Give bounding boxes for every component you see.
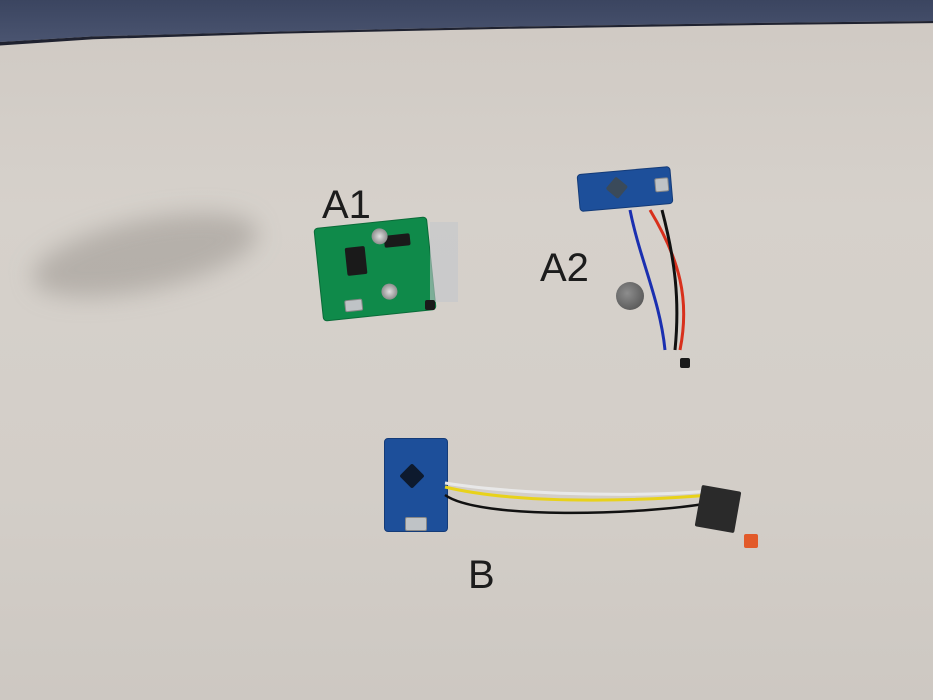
cast-shadow bbox=[25, 196, 265, 314]
label-a2: A2 bbox=[540, 246, 589, 290]
b-wires bbox=[444, 481, 711, 515]
a1-screw-bottom bbox=[380, 282, 399, 301]
a1-ic-chip bbox=[344, 245, 368, 276]
a1-sensor bbox=[425, 300, 435, 310]
b-microswitch bbox=[694, 484, 742, 534]
a1-usb-port bbox=[344, 298, 364, 313]
b-mcu-chip bbox=[399, 463, 425, 489]
a2-coin-magnet bbox=[616, 282, 644, 310]
a2-sensor bbox=[680, 358, 690, 368]
label-b: B bbox=[468, 553, 495, 597]
b-usb-port bbox=[405, 517, 427, 531]
a2-wires bbox=[628, 209, 686, 351]
fabric-background bbox=[0, 0, 933, 42]
b-blue-board bbox=[384, 438, 448, 532]
label-a1: A1 bbox=[322, 183, 371, 227]
a2-usb-port bbox=[654, 177, 670, 193]
a1-backing-tab bbox=[430, 222, 458, 302]
a2-mcu-chip bbox=[605, 176, 629, 199]
b-switch-lever bbox=[744, 534, 758, 548]
a1-green-pcb bbox=[313, 216, 437, 322]
